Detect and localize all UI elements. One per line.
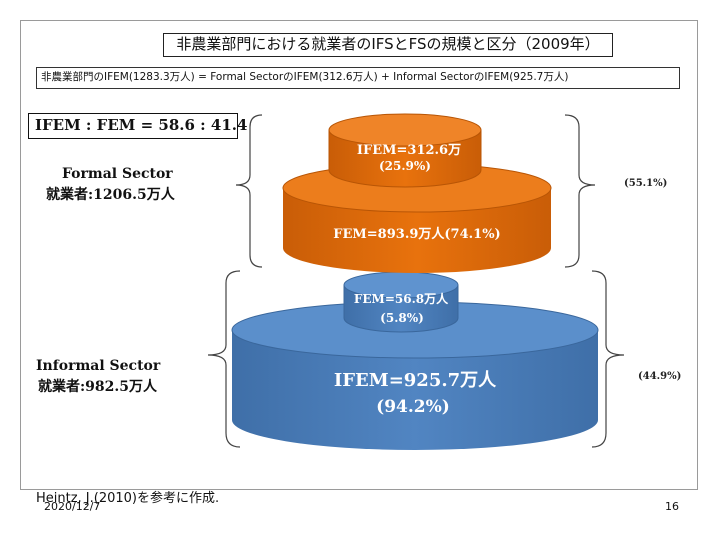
formal-workers-label: 就業者:1206.5万人 — [46, 187, 175, 203]
page-number: 16 — [665, 500, 679, 513]
informal-left-brace — [207, 270, 241, 448]
formal-top-line2: (25.9%) — [379, 159, 431, 173]
formula-box: 非農業部門のIFEM(1283.3万人) = Formal SectorのIFE… — [36, 67, 680, 89]
informal-right-brace — [591, 270, 625, 448]
formal-top-line1: IFEM=312.6万 — [357, 143, 461, 158]
formal-right-brace — [564, 114, 596, 268]
informal-bottom-line2: (94.2%) — [376, 397, 450, 417]
formal-share-label: (55.1%) — [624, 178, 668, 189]
slide-date: 2020/12/7 — [44, 500, 101, 513]
informal-sector-label: Informal Sector — [36, 358, 161, 374]
formal-bottom-line1: FEM=893.9万人(74.1%) — [333, 226, 500, 242]
formal-ifem-cylinder — [328, 113, 482, 188]
informal-top-line1: FEM=56.8万人 — [354, 291, 449, 306]
formal-left-brace — [235, 114, 263, 268]
informal-bottom-line1: IFEM=925.7万人 — [334, 370, 497, 391]
formal-sector-label: Formal Sector — [62, 166, 173, 182]
informal-workers-label: 就業者:982.5万人 — [38, 379, 158, 395]
slide-title: 非農業部門における就業者のIFSとFSの規模と区分（2009年） — [163, 33, 613, 57]
informal-top-line2: (5.8%) — [380, 311, 424, 325]
informal-fem-cylinder — [343, 271, 459, 333]
source-note: Heintz, J.(2010)を参考に作成. — [36, 491, 220, 506]
ratio-box: IFEM : FEM = 58.6 : 41.4 — [28, 113, 247, 139]
informal-share-label: (44.9%) — [638, 371, 682, 382]
